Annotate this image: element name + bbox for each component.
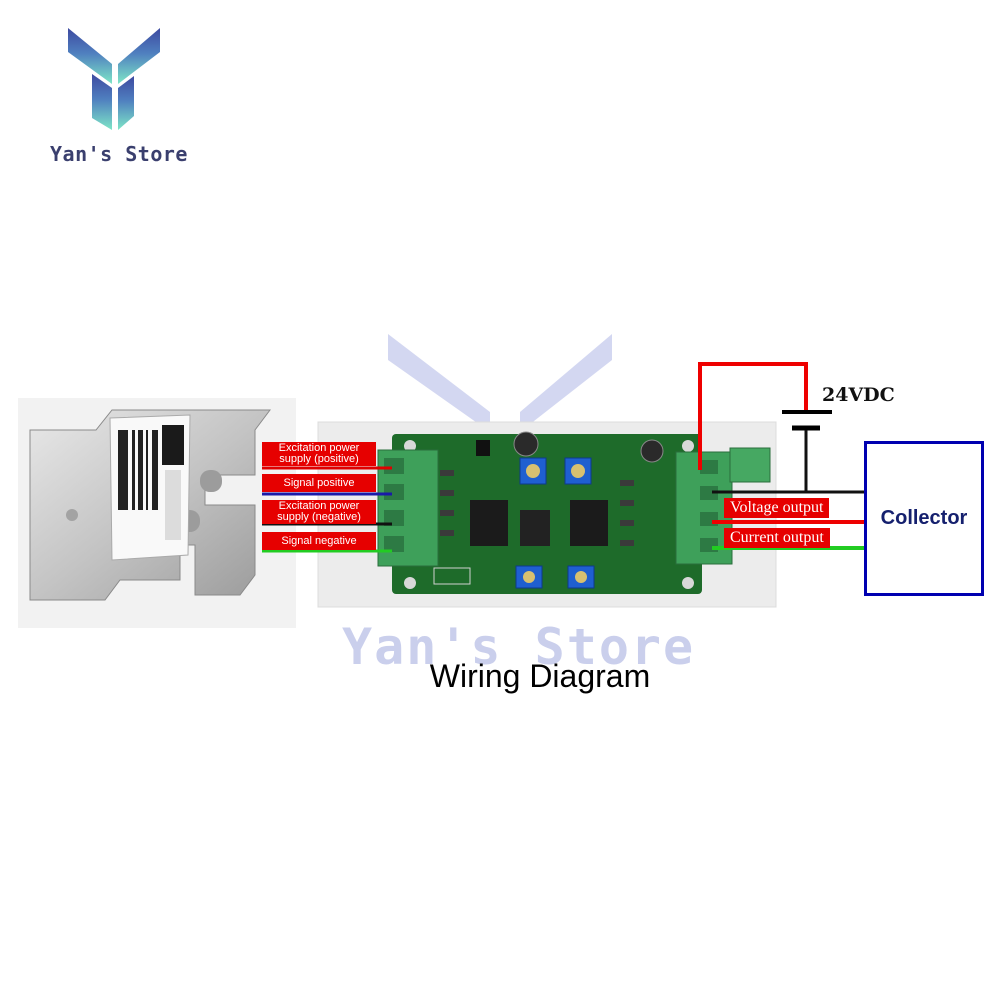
watermark-logo-icon [388, 334, 612, 432]
diagram-caption: Wiring Diagram [429, 658, 651, 694]
label-excitation-positive: Excitation power supply (positive) [262, 442, 376, 466]
brand-name: Yan's Store [50, 142, 188, 166]
label-voltage-output: Voltage output [724, 498, 830, 518]
wire-power-negative [804, 430, 866, 494]
collector-label: Collector [880, 507, 968, 529]
label-signal-negative: Signal negative [262, 532, 376, 550]
collector-box: Collector [864, 441, 984, 596]
power-supply-label: 24VDC [822, 384, 895, 406]
watermark-text: Yan's Store [342, 618, 696, 676]
logo-icon [68, 28, 160, 130]
pcb-board [392, 431, 702, 594]
load-cell-image [29, 409, 271, 601]
label-signal-positive: Signal positive [262, 474, 376, 492]
label-current-output: Current output [724, 528, 830, 548]
wire-power-positive [698, 362, 808, 470]
label-excitation-negative: Excitation power supply (negative) [262, 500, 376, 524]
input-terminal-block [377, 449, 439, 567]
